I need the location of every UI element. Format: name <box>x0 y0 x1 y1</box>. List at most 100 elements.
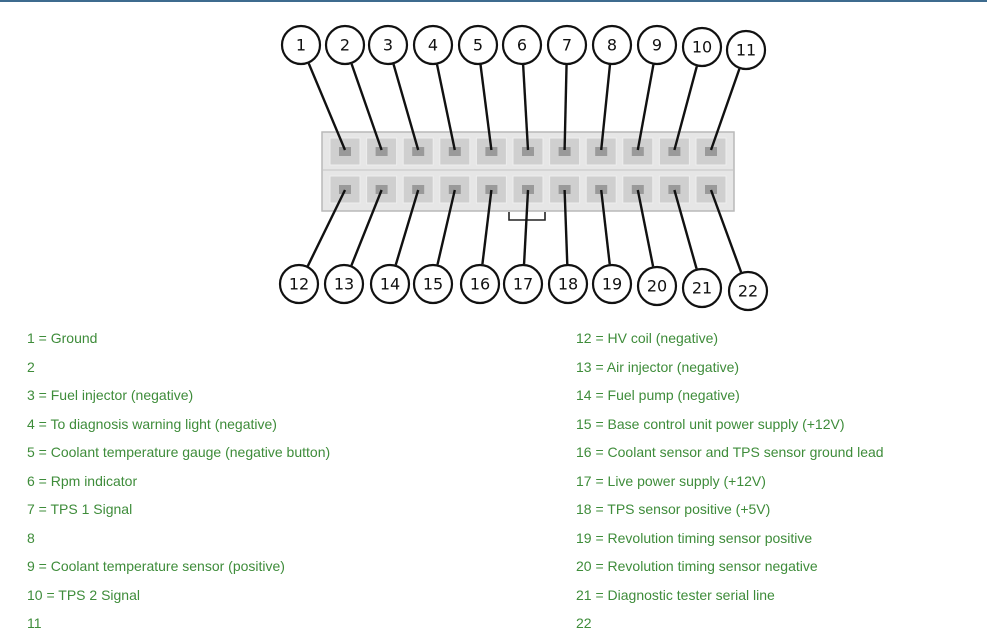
pin-callout-circle <box>323 263 365 305</box>
pin-number-label: 3 <box>383 36 393 55</box>
connector-slot <box>439 137 471 166</box>
pin-callout-circle <box>278 263 320 305</box>
pin-leader-line <box>350 189 383 266</box>
legend-item: 18 = TPS sensor positive (+5V) <box>576 501 771 517</box>
pin-callout-circle <box>725 29 767 71</box>
pin-callout-circle <box>501 24 543 66</box>
connector-slot-hole <box>631 185 644 194</box>
legend-item: 5 = Coolant temperature gauge (negative … <box>27 444 331 460</box>
legend-right-column: 12 = HV coil (negative)13 = Air injector… <box>576 326 884 640</box>
pin-callout-circle <box>457 24 499 66</box>
pin-number-label: 16 <box>470 275 490 294</box>
pin-leader-line <box>521 64 530 151</box>
pin-number-label: 8 <box>607 36 617 55</box>
connector-slot-hole <box>412 185 425 194</box>
pin-number-label: 14 <box>380 275 400 294</box>
connector-slot-hole <box>668 185 681 194</box>
pin-number-label: 11 <box>736 41 756 60</box>
pin-callout-circle <box>591 263 633 305</box>
legend-item: 7 = TPS 1 Signal <box>27 501 133 517</box>
connector-slot-hole <box>631 147 644 156</box>
connector-slot-hole <box>448 185 461 194</box>
legend-item: 22 <box>576 615 592 631</box>
legend-item: 4 = To diagnosis warning light (negative… <box>27 415 277 432</box>
pin-leader-line <box>709 189 743 273</box>
pin-callout-circle <box>636 24 678 66</box>
pin-number-label: 5 <box>473 36 483 55</box>
connector-slot-hole <box>522 147 534 156</box>
connector-slot-hole <box>558 147 571 156</box>
pin-number-label: 1 <box>296 36 306 55</box>
pin-number-label: 12 <box>289 275 309 294</box>
pin-leader-line <box>307 62 347 151</box>
legend-item: 19 = Revolution timing sensor positive <box>576 529 813 546</box>
pin-number-label: 21 <box>692 279 712 298</box>
pin-callout-circle <box>681 26 723 68</box>
pin-leader-line <box>306 189 347 267</box>
pin-callout-circle <box>459 263 501 305</box>
legend-item: 17 = Live power supply (+12V) <box>576 472 766 489</box>
connector-slot-hole <box>448 147 461 156</box>
pin-callout-circle <box>727 270 769 312</box>
connector-slot-hole <box>595 147 608 156</box>
pin-leader-line <box>600 64 612 151</box>
legend-item: 1 = Ground <box>27 330 98 346</box>
pin-callout-circle <box>681 267 723 309</box>
pin-leader-line <box>673 189 698 270</box>
pin-leader-line <box>636 189 655 267</box>
pin-leader-line <box>522 189 530 265</box>
pin-leader-line <box>563 189 569 265</box>
pin-callout-circle <box>636 265 678 307</box>
legend-item: 10 = TPS 2 Signal <box>27 586 140 603</box>
pin-number-label: 19 <box>602 275 622 294</box>
connector-slot-hole <box>522 185 534 194</box>
pin-number-label: 20 <box>647 277 667 296</box>
pin-leader-line <box>435 64 456 151</box>
pin-leader-line <box>436 189 456 265</box>
legend-item: 11 <box>27 615 42 631</box>
pin-number-label: 13 <box>334 275 354 294</box>
legend-item: 15 = Base control unit power supply (+12… <box>576 415 845 432</box>
pin-number-label: 17 <box>513 275 533 294</box>
connector-slot-hole <box>485 185 498 194</box>
connector-slot-hole <box>705 185 717 194</box>
legend-item: 20 = Revolution timing sensor negative <box>576 558 818 574</box>
connector-slot-hole <box>375 147 388 156</box>
pin-number-label: 7 <box>562 36 572 55</box>
pin-leader-line <box>563 64 568 151</box>
pin-callout-circle <box>369 263 411 305</box>
connector-slot-hole <box>558 185 571 194</box>
legend-item: 13 = Air injector (negative) <box>576 358 740 375</box>
connector-slot-hole <box>595 185 608 194</box>
pin-leader-line <box>673 66 698 151</box>
pin-number-label: 22 <box>738 282 758 301</box>
pin-leader-line <box>392 63 420 151</box>
pin-callout-circle <box>591 24 633 66</box>
connector-slot-hole <box>705 147 717 156</box>
legend-item: 3 = Fuel injector (negative) <box>27 387 194 403</box>
pin-leader-line <box>600 189 611 265</box>
pin-leader-line <box>709 68 741 151</box>
pin-leader-line <box>481 189 493 265</box>
pin-number-label: 6 <box>517 36 527 55</box>
pin-leader-line <box>636 64 655 151</box>
pin-number-label: 10 <box>692 38 712 57</box>
legend-item: 8 <box>27 529 35 546</box>
legend-item: 16 = Coolant sensor and TPS sensor groun… <box>576 444 884 460</box>
pin-callout-circle <box>502 263 544 305</box>
connector-slot-hole <box>412 147 425 156</box>
pin-number-label: 9 <box>652 36 662 55</box>
pin-callout-circle <box>412 24 454 66</box>
pin-callout-circle <box>412 263 454 305</box>
top-rule <box>0 0 987 2</box>
legend-item: 14 = Fuel pump (negative) <box>576 387 740 403</box>
legend-item: 21 = Diagnostic tester serial line <box>576 586 775 603</box>
pin-number-label: 2 <box>340 36 350 55</box>
pin-leader-line <box>394 189 420 266</box>
pin-number-label: 18 <box>558 275 578 294</box>
connector-slot-hole <box>668 147 681 156</box>
legend-item: 2 <box>27 358 35 375</box>
pin-callout-circle <box>280 24 322 66</box>
connector-slot-hole <box>485 147 498 156</box>
